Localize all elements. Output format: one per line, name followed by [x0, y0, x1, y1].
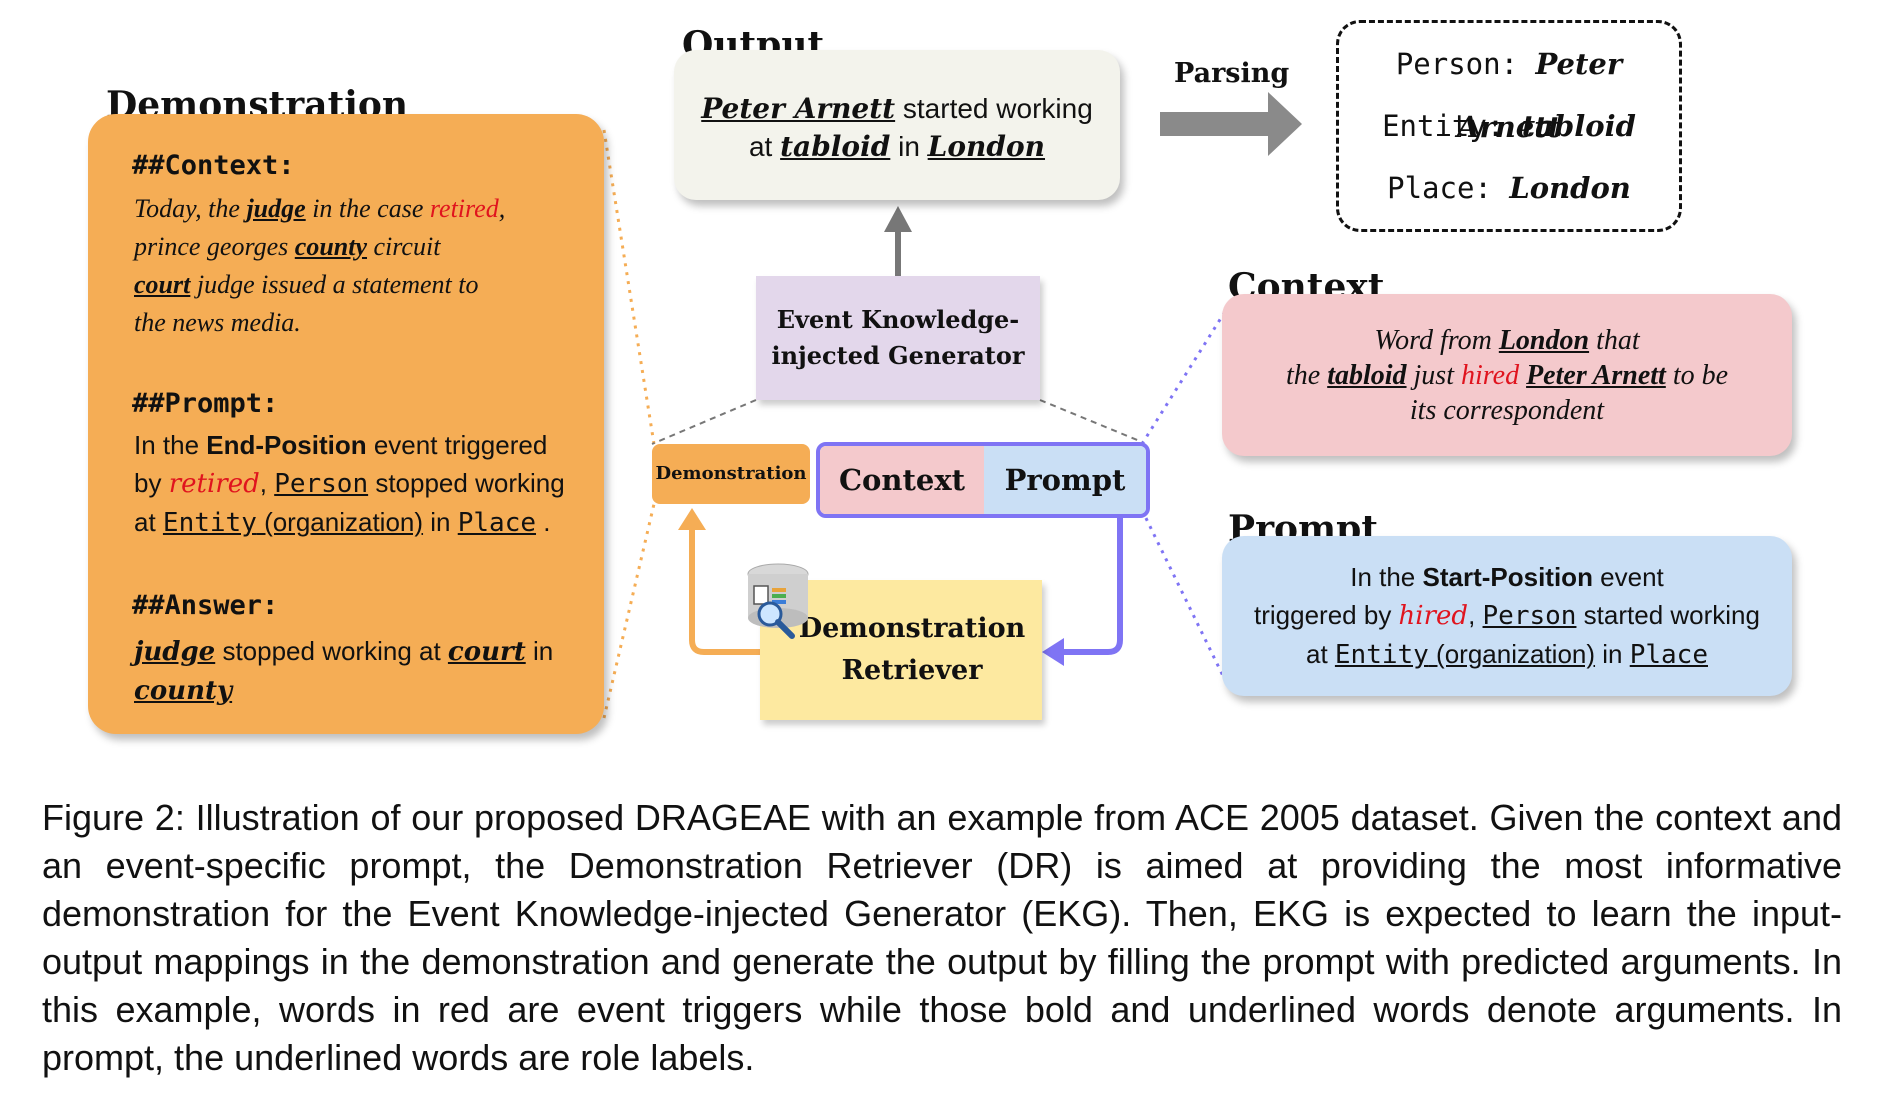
prompt-box: In the Start-Position event triggered by… — [1222, 536, 1792, 696]
output-box: Peter Arnett started working at tabloid … — [674, 50, 1120, 200]
prompt-heading: ##Prompt: — [132, 388, 279, 419]
parsed-row: Person: Peter Arnett — [1395, 47, 1623, 144]
demo-context-text: Today, the judge in the case retired, pr… — [134, 194, 506, 337]
output-text: Peter Arnett started working at tabloid … — [701, 92, 1093, 163]
context-link — [1140, 309, 1228, 445]
parsing-arrow — [1160, 92, 1302, 156]
prompt-chip: Prompt — [984, 446, 1146, 514]
context-heading: ##Context: — [132, 150, 295, 181]
demonstration-chip: Demonstration — [652, 444, 810, 504]
demo-link-top — [602, 129, 656, 445]
retriever-to-demo-arrowhead — [678, 508, 706, 530]
gen-to-output-arrowhead — [884, 206, 912, 232]
context-chip: Context — [820, 446, 984, 514]
generator-label-line1: Event Knowledge- — [776, 305, 1020, 334]
generator-label-line2: injected Generator — [771, 341, 1025, 370]
parsing-label: Parsing — [1174, 58, 1290, 89]
connector-layer — [602, 92, 1302, 719]
retriever-to-demo-arrow — [689, 526, 760, 655]
gen-link-right — [1039, 399, 1143, 443]
figure-caption: Figure 2: Illustration of our proposed D… — [42, 797, 1842, 1078]
context-prompt-frame: Context Prompt — [816, 442, 1150, 518]
demo-answer-text: judge stopped working at court in county — [134, 636, 554, 706]
prompt-text: In the Start-Position event triggered by… — [1254, 562, 1760, 670]
frame-to-retriever-arrow — [1060, 512, 1123, 655]
parsed-row: Place: London — [1387, 171, 1631, 205]
gen-link-left — [651, 399, 757, 445]
parsed-row: Entity: tabloid — [1382, 109, 1636, 143]
prompt-link — [1140, 509, 1228, 683]
frame-to-retriever-arrowhead — [1042, 638, 1064, 666]
retriever-label-line1: Demonstration — [798, 613, 1026, 644]
demonstration-box: ##Context: Today, the judge in the case … — [88, 114, 604, 734]
context-text: Word from London that the tabloid just h… — [1285, 324, 1729, 426]
context-box: Word from London that the tabloid just h… — [1222, 294, 1792, 456]
answer-heading: ##Answer: — [132, 590, 279, 621]
demo-prompt-text: In the End-Position event triggered by r… — [134, 430, 565, 538]
demo-link-bottom — [602, 503, 656, 719]
event-knowledge-generator-box: Event Knowledge- injected Generator — [756, 276, 1040, 400]
demonstration-retriever-box: Demonstration Retriever — [760, 580, 1042, 720]
retriever-label-line2: Retriever — [841, 655, 983, 686]
parsed-arguments-box: Person: Peter Arnett Entity: tabloid Pla… — [1336, 20, 1682, 232]
database-search-icon — [747, 563, 809, 639]
